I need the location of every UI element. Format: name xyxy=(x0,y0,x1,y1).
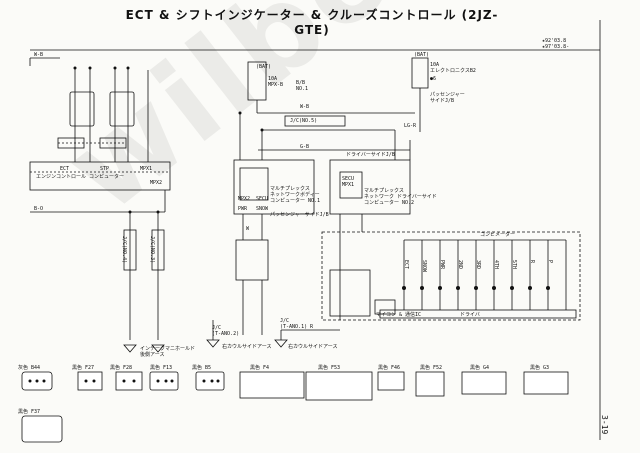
revision-note-1: ★92'03.8 xyxy=(542,38,567,44)
wire-color-4: G-B xyxy=(300,144,310,150)
connector-g3 xyxy=(523,371,569,395)
connector-f53-label: 黒色 F53 xyxy=(318,365,341,371)
ground-3-label: 右カウルサイドアース xyxy=(288,344,338,350)
microcomputer-label: マイコン & 通信IC xyxy=(376,312,422,318)
jc-no3-label: J/C(NO.3) xyxy=(149,236,155,264)
connector-b5-label: 黒色 B5 xyxy=(192,365,212,371)
passenger-jb-top-label: パッセンジャー サイドJ/B xyxy=(430,92,465,104)
connector-f4 xyxy=(239,371,305,399)
connector-f27-label: 黒色 F27 xyxy=(72,365,95,371)
ecu-pin-stp: STP xyxy=(100,166,110,172)
fuse-1-label: 10A MPX-B xyxy=(268,76,284,88)
jc-no4-label: J/C(NO.4) xyxy=(121,236,127,264)
connector-f46-label: 黒色 F46 xyxy=(378,365,401,371)
ground-1-label: インテークマニホールド 後側アース xyxy=(140,346,196,358)
driver-computer-label: マルチプレックス ネットワーク ドライバーサイド コンピューター NO.2 xyxy=(364,188,437,206)
ecu-engine-label: エンジンコントロール コンピューター xyxy=(36,174,125,180)
page-number: 3-19 xyxy=(600,415,609,435)
connector-b5 xyxy=(195,371,225,391)
mpx-pin-pwr: PWR xyxy=(238,206,248,212)
revision-note: ★92'03.8 ★97'03.8- xyxy=(542,38,569,50)
driver-box-label: ドライバ xyxy=(460,312,480,318)
jc-no5-label: J/C(NO.5) xyxy=(290,118,318,124)
wire-color-6: W xyxy=(246,226,250,232)
meter-label-4th: 4TH xyxy=(493,260,499,270)
connector-f52-label: 黒色 F52 xyxy=(420,365,443,371)
mpx-pin-secu: SECU xyxy=(256,196,269,202)
secu-label: SECU MPX1 xyxy=(342,176,355,188)
connector-g4-label: 黒色 G4 xyxy=(470,365,490,371)
wire-color-2: B-O xyxy=(34,206,44,212)
bat-box-2-label: (BAT) xyxy=(414,52,430,58)
meter-label-r: R xyxy=(529,260,535,264)
fuse-2-extra: ●6 xyxy=(430,76,437,82)
meter-label-snow: SNOW xyxy=(421,260,427,273)
connector-f37-label: 黒色 F37 xyxy=(18,409,41,415)
connector-f4-label: 黒色 F4 xyxy=(250,365,270,371)
wire-color-7: R xyxy=(310,324,314,330)
jb-1-label: B/B NO.1 xyxy=(296,80,309,92)
connector-f37 xyxy=(21,415,63,443)
connector-f46 xyxy=(377,371,405,391)
connector-f53 xyxy=(305,371,373,401)
ecu-pin-ect: ECT xyxy=(60,166,70,172)
connector-f28 xyxy=(115,371,143,391)
connector-f13-label: 黒色 F13 xyxy=(150,365,173,371)
mpx-pin-snow: SNOW xyxy=(256,206,269,212)
meter-label-3rd: 3RD xyxy=(475,260,481,270)
jc-no1-label: J/C (T-ANO.1) xyxy=(280,318,308,330)
connector-f28-label: 黒色 F28 xyxy=(110,365,133,371)
revision-note-2: ★97'03.8- xyxy=(542,44,570,50)
wire-color-1: W-B xyxy=(34,52,44,58)
connector-g3-label: 黒色 G3 xyxy=(530,365,550,371)
meter-label-ect: ECT xyxy=(403,260,409,270)
connector-f13 xyxy=(149,371,179,391)
connector-f27 xyxy=(77,371,103,391)
ground-2-label: 右カウルサイドアース xyxy=(222,344,272,350)
wire-color-5: LG-R xyxy=(404,123,417,129)
diagram-title: ECT & シフトインジケーター & クルーズコントロール (2JZ-GTE) xyxy=(125,8,499,37)
ecu-pin-mpx1: MPX1 xyxy=(140,166,153,172)
meter-label-5th: 5TH xyxy=(511,260,517,270)
bat-box-1-label: (BAT) xyxy=(256,64,272,70)
mpx-pin-mpx2: MPX2 xyxy=(238,196,251,202)
ecu-pin-mpx2: MPX2 xyxy=(150,180,163,186)
multiplex-computer-label: マルチプレックス ネットワークボディー コンピューター NO.1 xyxy=(270,186,321,204)
passenger-jb-label: パッセンジャーサイドJ/B xyxy=(270,212,329,218)
connector-f52 xyxy=(415,371,445,397)
jc-no2-label: J/C (T-ANO.2) xyxy=(212,325,240,337)
meter-label-p: P xyxy=(547,260,553,264)
connector-g4 xyxy=(461,371,507,395)
connector-b44-label: 灰色 B44 xyxy=(18,365,41,371)
combination-meter-label: コンビメーター xyxy=(480,232,516,238)
driver-jb-label: ドライバーサイドJ/B xyxy=(346,152,395,158)
wire-color-3: W-B xyxy=(300,104,310,110)
meter-label-2nd: 2ND xyxy=(457,260,463,270)
fuse-2-label: 10A エレクトロニクスB2 xyxy=(430,62,476,74)
meter-label-pwr: PWR xyxy=(439,260,445,270)
